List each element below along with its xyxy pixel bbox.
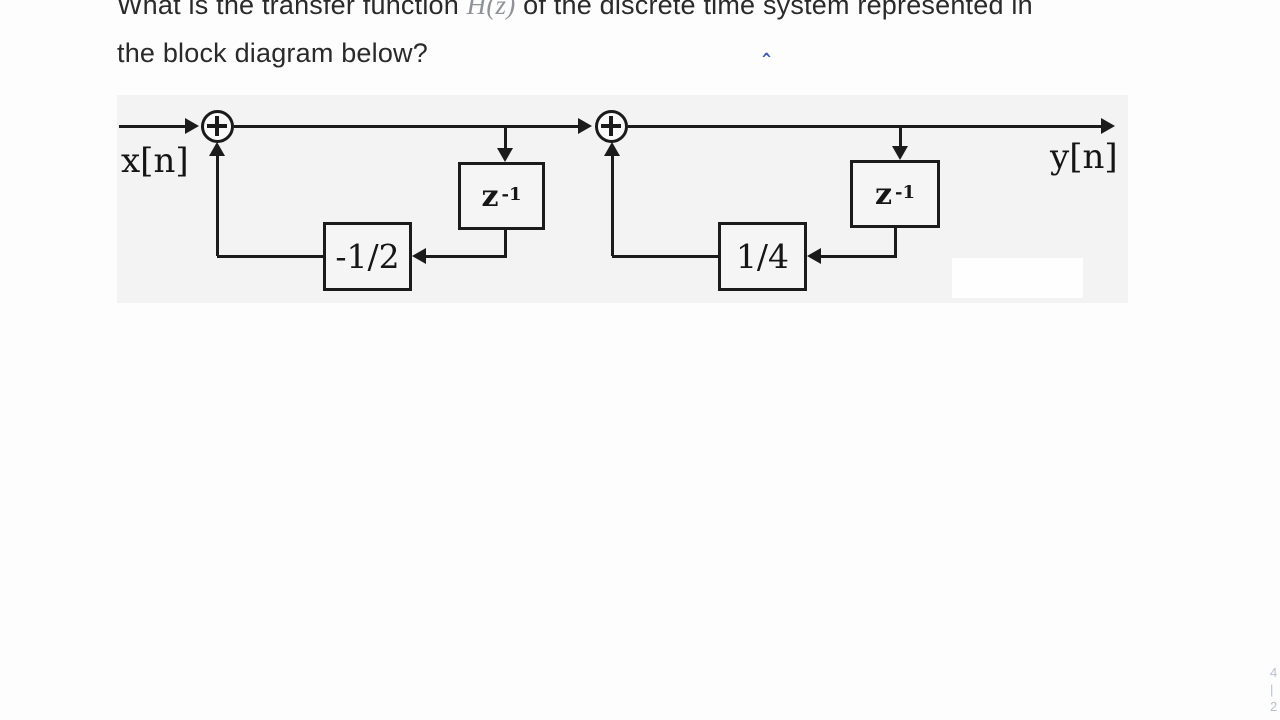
- feedback1-line-left: [217, 255, 323, 258]
- arrowhead-left-icon: [412, 248, 426, 264]
- feedback1-line-right: [426, 255, 507, 258]
- question-text-before: What is the transfer function: [117, 0, 467, 20]
- arrowhead-up-icon: [604, 142, 620, 156]
- arrowhead-right-icon: [1101, 118, 1115, 134]
- summing-junction-1: [201, 110, 234, 143]
- arrowhead-right-icon: [578, 118, 592, 134]
- arrowhead-down-icon: [497, 148, 513, 162]
- signal-line-input: [119, 125, 185, 128]
- delay-block-1: z-1: [458, 162, 545, 230]
- transfer-function-formula: H(z): [466, 0, 516, 20]
- arrowhead-up-icon: [209, 142, 225, 156]
- plus-icon: [215, 116, 219, 136]
- delay-base: z: [481, 178, 499, 214]
- edge-artifact-text: 4 | 2: [1270, 665, 1278, 714]
- output-label: y[n]: [1050, 137, 1118, 177]
- delay2-output-line: [894, 228, 897, 257]
- feedback2-line-right: [821, 255, 897, 258]
- tap-line-delay2: [899, 126, 902, 147]
- arrowhead-left-icon: [807, 248, 821, 264]
- background-patch: [952, 258, 1083, 298]
- arrowhead-right-icon: [185, 118, 199, 134]
- delay-exponent: -1: [895, 181, 916, 203]
- input-label: x[n]: [121, 141, 189, 181]
- caret-annotation-icon: ^: [762, 50, 772, 68]
- delay-base: z: [874, 176, 893, 212]
- question-line-2: the block diagram below?: [117, 38, 428, 68]
- block-diagram: z-1 -1/2 z-1 1/4 x[n] y[n]: [117, 95, 1128, 303]
- summing-junction-2: [595, 110, 628, 143]
- feedback1-line-up: [216, 155, 219, 256]
- plus-icon: [609, 116, 613, 136]
- gain-block-1: -1/2: [323, 222, 412, 291]
- signal-line-output: [628, 125, 1101, 128]
- delay-exponent: -1: [501, 183, 522, 205]
- signal-line-mid: [234, 125, 578, 128]
- feedback2-line-up: [611, 155, 614, 256]
- question-text-after: of the discrete time system represented …: [515, 0, 1033, 20]
- feedback2-line-left: [612, 255, 718, 258]
- arrowhead-down-icon: [892, 146, 908, 160]
- delay1-output-line: [504, 230, 507, 257]
- question-line-1: What is the transfer function H(z) of th…: [117, 0, 1033, 21]
- gain-block-2: 1/4: [718, 222, 807, 291]
- delay-block-2: z-1: [850, 160, 940, 228]
- tap-line-delay1: [504, 126, 507, 150]
